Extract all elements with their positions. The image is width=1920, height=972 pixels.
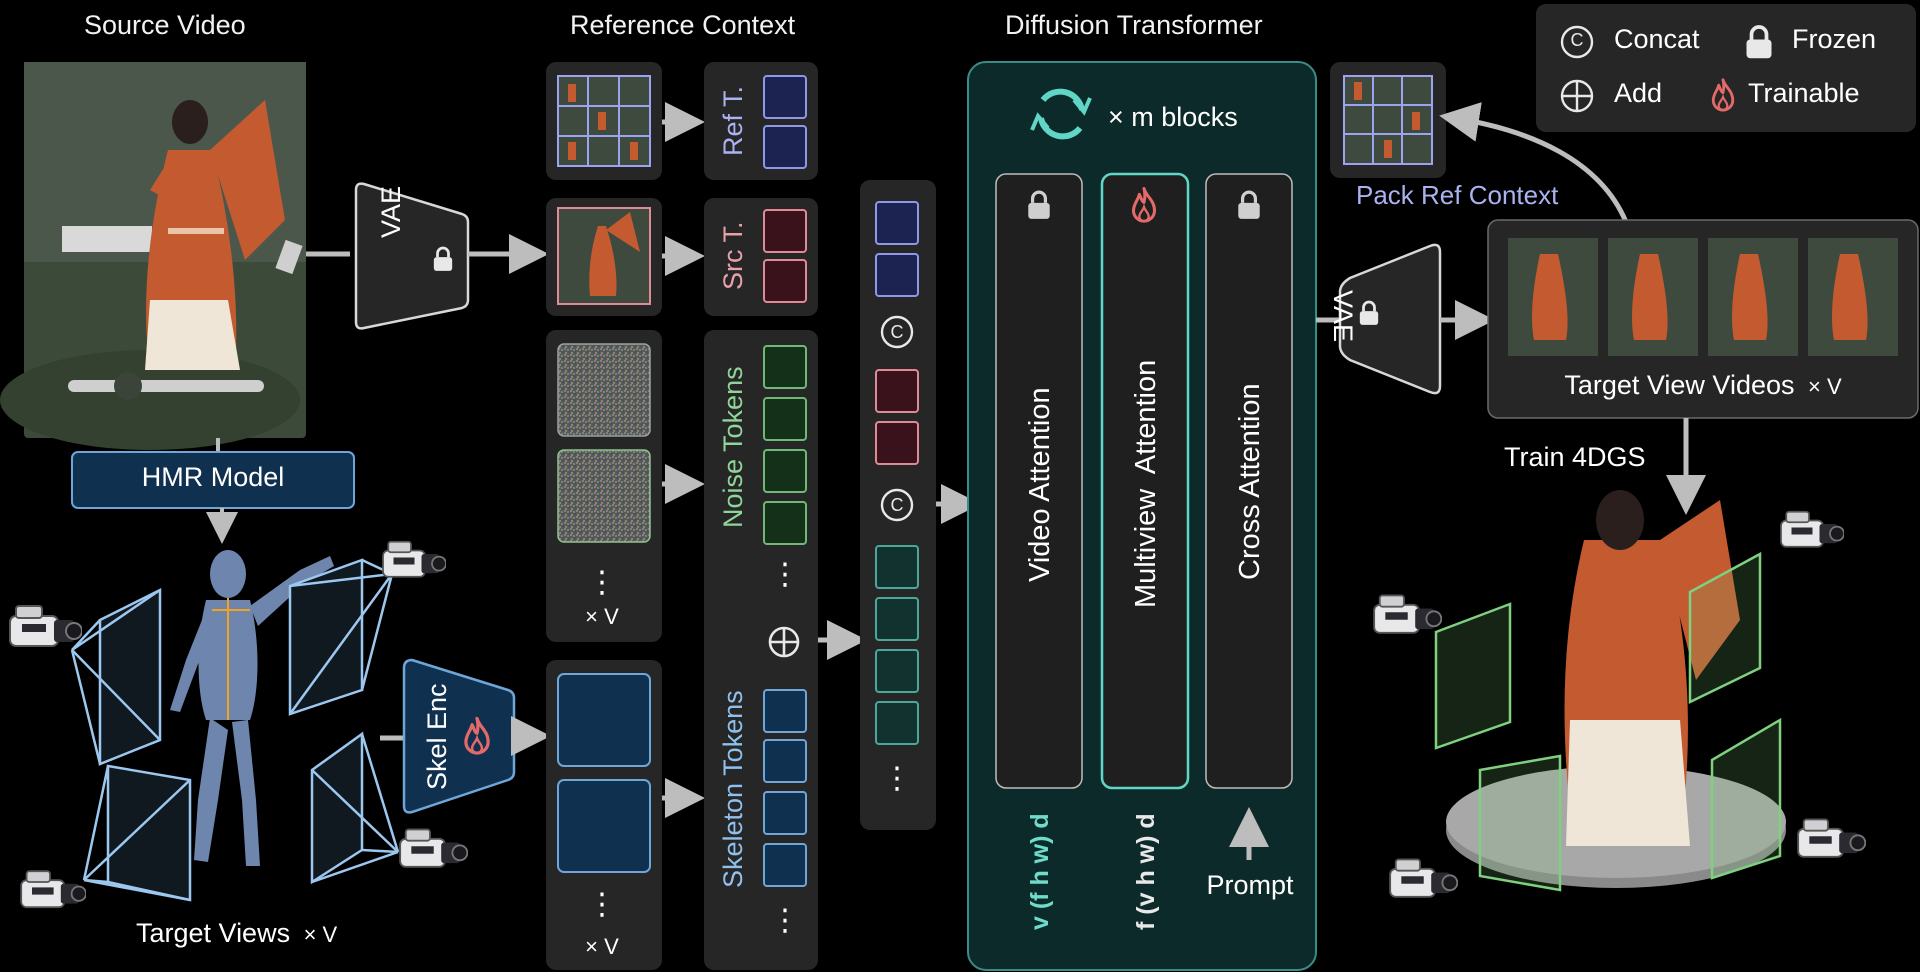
camera-frustums — [70, 558, 400, 902]
skel-enc-flame — [462, 716, 492, 763]
diffusion-transformer-header: Diffusion Transformer — [1005, 10, 1263, 40]
vae-right-label: VAE — [1328, 290, 1358, 343]
dancer-figure — [145, 100, 285, 370]
skeleton-tokens — [763, 689, 807, 887]
concat-icon — [880, 488, 914, 522]
concat-icon — [880, 315, 914, 349]
concat-icon — [1560, 25, 1594, 59]
noise-tokens — [763, 345, 807, 545]
src-token — [763, 209, 807, 253]
skeleton-ellipsis: ⋮ — [587, 888, 617, 921]
noise-tokens-label: Noise Tokens — [718, 366, 748, 528]
m-blocks-label: × m blocks — [1108, 102, 1238, 132]
src-token — [875, 369, 919, 413]
src-token — [763, 259, 807, 303]
cross-attention-block — [1205, 173, 1293, 789]
multiview-attention-label: Multiview Attention — [1130, 359, 1162, 608]
reference-context-header: Reference Context — [570, 10, 796, 40]
legend-frozen-label: Frozen — [1792, 24, 1877, 54]
target-view-videos-label: Target View Videos × V — [1564, 370, 1842, 400]
skeleton-image — [557, 673, 651, 767]
skeleton-image — [557, 779, 651, 873]
camera-icon — [1780, 510, 1844, 548]
cycle-icon — [1030, 88, 1092, 140]
skel-enc-label: Skel Enc — [422, 683, 452, 790]
camera-icon — [1389, 858, 1458, 898]
camera-icon — [9, 605, 82, 647]
noise-image — [557, 449, 651, 543]
src-thumbnail — [557, 207, 651, 305]
hmr-model-label: HMR Model — [141, 462, 285, 492]
skeleton-times-v: × V — [585, 934, 619, 959]
add-icon — [768, 626, 800, 658]
pack-ref-context-label: Pack Ref Context — [1356, 180, 1559, 210]
skel-enc-box — [402, 658, 516, 814]
ref-grid-thumbnail — [557, 75, 651, 167]
cross-attention-label: Cross Attention — [1234, 383, 1266, 580]
fused-tokens — [875, 545, 919, 745]
noise-ellipsis: ⋮ — [587, 566, 617, 599]
vae-left-label: VAE — [376, 185, 406, 238]
hmr-model-box — [71, 451, 355, 509]
skeleton-tokens-label: Skeleton Tokens — [718, 690, 748, 888]
source-video-header: Source Video — [84, 10, 246, 40]
ref-tokens-label: Ref T. — [718, 85, 748, 156]
4dgs-scene — [1373, 490, 1866, 898]
sequence-ellipsis: ⋮ — [882, 762, 912, 795]
video-attention-label: Video Attention — [1024, 387, 1056, 582]
video-attention-block — [995, 173, 1083, 789]
legend-concat-symbol: C — [1570, 30, 1584, 50]
noise-tokens-ellipsis: ⋮ — [770, 558, 800, 591]
camera-icon — [399, 828, 468, 868]
legend-add-label: Add — [1614, 78, 1663, 108]
src-tokens-label: Src T. — [718, 221, 748, 290]
target-views-illustration — [9, 540, 468, 909]
multiview-attention-block — [1100, 172, 1190, 790]
target-video-thumbnails — [1508, 238, 1898, 356]
skeleton-tokens-ellipsis: ⋮ — [770, 904, 800, 937]
camera-icon — [382, 540, 446, 578]
camera-icon — [20, 870, 86, 909]
concat-symbol: C — [890, 322, 904, 342]
multiview-dims-label: f (v h w) d — [1132, 813, 1160, 930]
legend-concat-label: Concat — [1614, 24, 1700, 54]
camera-icon — [1373, 594, 1442, 634]
src-token — [875, 421, 919, 465]
prompt-label: Prompt — [1206, 870, 1294, 900]
noise-times-v: × V — [585, 604, 619, 629]
ref-token — [763, 75, 807, 119]
vae-decoder-right — [1338, 243, 1442, 395]
ref-token — [875, 201, 919, 245]
train-4dgs-label: Train 4DGS — [1504, 442, 1646, 472]
feedback-arrow — [1439, 102, 1629, 223]
video-dims-label: v (f h w) d — [1026, 813, 1054, 930]
camera-icon — [1797, 818, 1866, 858]
add-icon — [1560, 79, 1594, 113]
source-video-thumbnail — [0, 62, 306, 450]
ref-token — [763, 125, 807, 169]
vae-encoder-left — [354, 182, 470, 330]
vae-left-lock — [428, 246, 458, 277]
legend-panel — [1536, 4, 1916, 132]
target-views-label: Target Views × V — [136, 918, 338, 948]
pack-ref-grid — [1343, 75, 1433, 165]
legend-trainable-label: Trainable — [1748, 78, 1860, 108]
concat-symbol: C — [890, 495, 904, 515]
noise-image — [557, 343, 651, 437]
ref-token — [875, 253, 919, 297]
vae-right-lock — [1358, 300, 1380, 331]
